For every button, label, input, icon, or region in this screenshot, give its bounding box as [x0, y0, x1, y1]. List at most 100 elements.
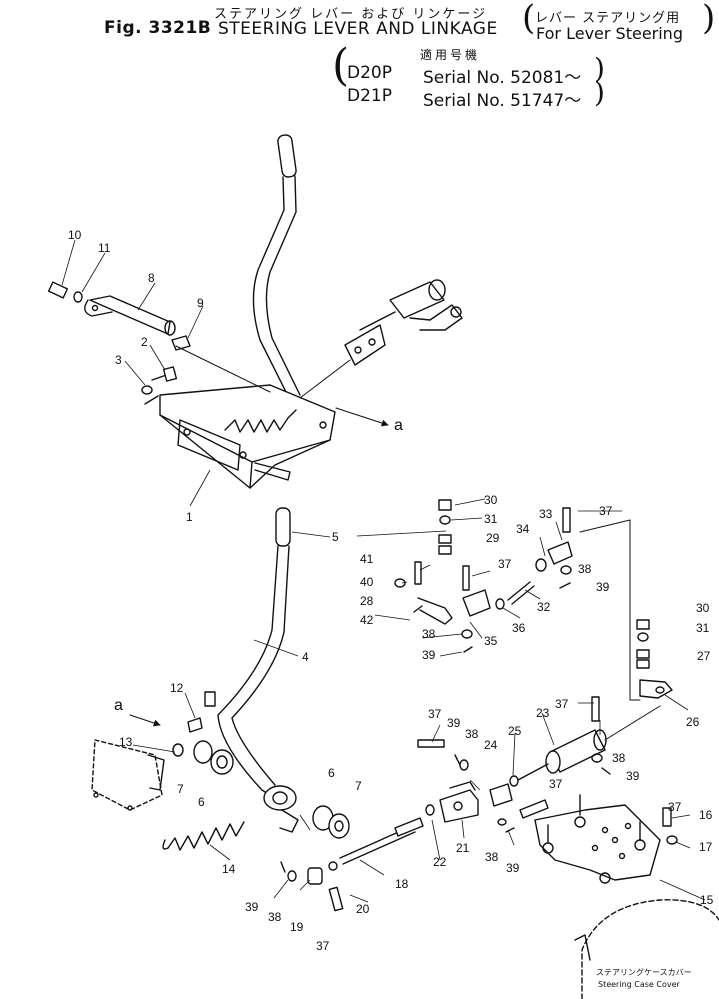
callout-26: 26: [686, 715, 700, 729]
callout-38-b: 38: [578, 562, 592, 576]
callout-23: 23: [536, 706, 550, 720]
callout-7-left: 7: [177, 782, 184, 796]
callout-30-right: 30: [696, 601, 710, 615]
callout-42: 42: [360, 613, 374, 627]
upper-pin-8: [84, 295, 176, 336]
callout-8: 8: [148, 271, 155, 285]
callout-34: 34: [516, 522, 530, 536]
callout-14: 14: [222, 862, 236, 876]
qualifier-english: For Lever Steering: [536, 24, 683, 43]
callout-31-right: 31: [696, 621, 710, 635]
paren-close: ): [702, 0, 716, 38]
callout-39-a: 39: [422, 648, 436, 662]
applicable-japanese: 適用号機: [420, 48, 481, 62]
callout-4: 4: [302, 650, 309, 664]
model-d21p: D21P: [347, 86, 392, 106]
figure-number: Fig. 3321B: [104, 18, 212, 38]
case-cover-label-en: Steering Case Cover: [598, 980, 681, 989]
callout-38-c: 38: [465, 727, 479, 741]
lower-spring-14: [162, 821, 245, 851]
view-mark-a-upper: a: [394, 417, 403, 434]
upper-fitting-9: [171, 335, 271, 393]
link-rod-26: [579, 519, 673, 701]
callout-10: 10: [68, 228, 82, 242]
steering-case-cover: [574, 899, 719, 999]
callout-29: 29: [486, 531, 500, 545]
lower-bracket-13: [91, 739, 165, 811]
callout-16: 16: [699, 808, 713, 822]
upper-right-hardware: [394, 499, 573, 653]
callout-32: 32: [537, 600, 551, 614]
serial-d21p: Serial No. 51747～: [423, 91, 582, 111]
callout-labels: 1 2 3 4 5 6 6 7 7 8 9 10 11 12 13 14 15 …: [68, 228, 714, 989]
callout-35: 35: [484, 634, 498, 648]
callout-21: 21: [456, 841, 470, 855]
upper-bolt-10: [47, 281, 83, 303]
arrow-a-lower: [129, 714, 161, 727]
title-japanese: ステアリング レバー および リンケージ: [214, 7, 488, 22]
callout-38-e: 38: [485, 850, 499, 864]
paren-close-d20p: ): [594, 52, 605, 85]
callout-1: 1: [186, 510, 193, 524]
callout-31-upper: 31: [484, 512, 498, 526]
paren-open: (: [522, 0, 536, 38]
callout-28: 28: [360, 594, 374, 608]
callout-41: 41: [360, 552, 374, 566]
callout-19: 19: [290, 920, 304, 934]
mounting-plate: [144, 384, 336, 489]
callout-18: 18: [395, 877, 409, 891]
callout-2: 2: [141, 335, 148, 349]
callout-7-right: 7: [355, 779, 362, 793]
bellcrank-21: [417, 739, 611, 833]
model-d20p: D20P: [347, 63, 392, 83]
callout-37-d: 37: [428, 707, 442, 721]
callout-37-c: 37: [555, 697, 569, 711]
callout-12: 12: [170, 681, 184, 695]
callout-5: 5: [332, 530, 339, 544]
leader-lines: [61, 239, 706, 903]
lower-bushings: [172, 717, 350, 839]
steering-case-plate-15: [534, 794, 678, 884]
callout-38-d: 38: [612, 751, 626, 765]
upper-spring: [224, 409, 297, 433]
callout-9: 9: [197, 296, 204, 310]
upper-bolt-2-3: [141, 366, 178, 395]
arrow-a-upper: [335, 407, 389, 427]
callout-27: 27: [697, 649, 711, 663]
callout-25: 25: [508, 724, 522, 738]
lower-rod-18: [280, 817, 424, 912]
callout-6-left: 6: [198, 795, 205, 809]
callout-39-f: 39: [245, 900, 259, 914]
serial-d20p: Serial No. 52081～: [423, 68, 582, 88]
callout-30-upper: 30: [484, 493, 498, 507]
callout-39-e: 39: [506, 861, 520, 875]
qualifier-japanese: レバー ステアリング用: [535, 11, 681, 26]
callout-37-e: 37: [549, 777, 563, 791]
callout-15: 15: [700, 893, 714, 907]
callout-38-f: 38: [268, 910, 282, 924]
callout-24: 24: [484, 738, 498, 752]
callout-39-d: 39: [626, 769, 640, 783]
callout-37-f: 37: [316, 939, 330, 953]
lower-lever: [204, 507, 299, 833]
title-block: Fig. 3321B ステアリング レバー および リンケージ STEERING…: [0, 0, 719, 111]
paren-open-models: (: [332, 40, 350, 91]
callout-33: 33: [539, 507, 553, 521]
callout-37-g: 37: [668, 800, 682, 814]
callout-39-c: 39: [447, 716, 461, 730]
view-mark-a-lower: a: [114, 697, 123, 714]
callout-40: 40: [360, 575, 374, 589]
cylinder-23: [509, 696, 661, 787]
callout-20: 20: [356, 902, 370, 916]
callout-37-a: 37: [599, 504, 613, 518]
paren-close-d21p: ): [594, 76, 605, 109]
upper-lever: [252, 134, 305, 410]
case-cover-label-jp: ステアリングケースカバー: [596, 967, 692, 977]
callout-17: 17: [699, 840, 713, 854]
callout-38-a: 38: [422, 627, 436, 641]
callout-11: 11: [98, 241, 111, 255]
callout-6-right: 6: [328, 766, 335, 780]
title-english: STEERING LEVER AND LINKAGE: [218, 19, 498, 39]
callout-22: 22: [433, 855, 447, 869]
